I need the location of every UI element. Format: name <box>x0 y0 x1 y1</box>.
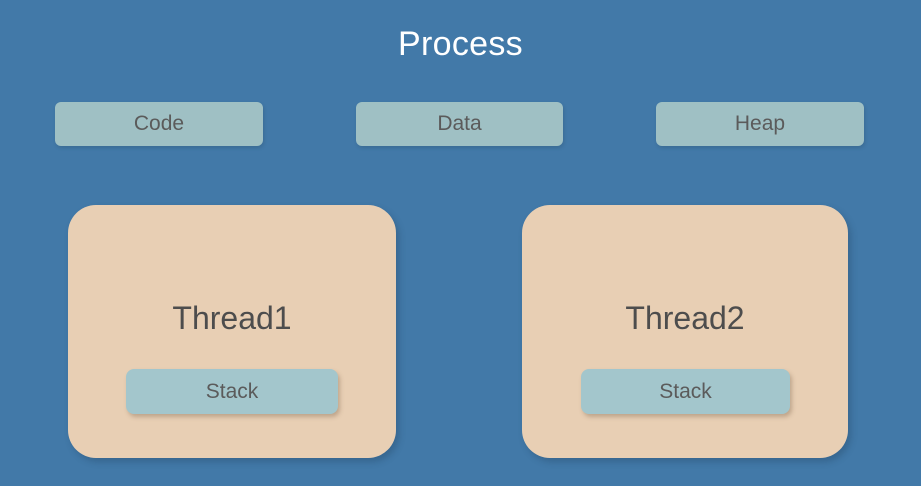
segment-box-data: Data <box>356 102 563 146</box>
segment-box-heap: Heap <box>656 102 864 146</box>
thread-label-thread2: Thread2 <box>625 300 745 336</box>
thread-box-thread1: Thread1 Stack <box>68 205 396 458</box>
segment-label-code: Code <box>133 112 185 135</box>
page-title: Process <box>398 25 523 63</box>
stack-box-thread2: Stack <box>581 369 790 414</box>
stack-box-thread1: Stack <box>126 369 338 414</box>
thread-label-thread1: Thread1 <box>172 300 292 336</box>
segment-label-data: Data <box>437 112 482 135</box>
thread-box-thread2: Thread2 Stack <box>522 205 848 458</box>
segment-box-code: Code <box>55 102 263 146</box>
stack-label-thread2: Stack <box>659 379 712 403</box>
segment-label-heap: Heap <box>734 112 786 135</box>
stack-label-thread1: Stack <box>205 379 259 403</box>
